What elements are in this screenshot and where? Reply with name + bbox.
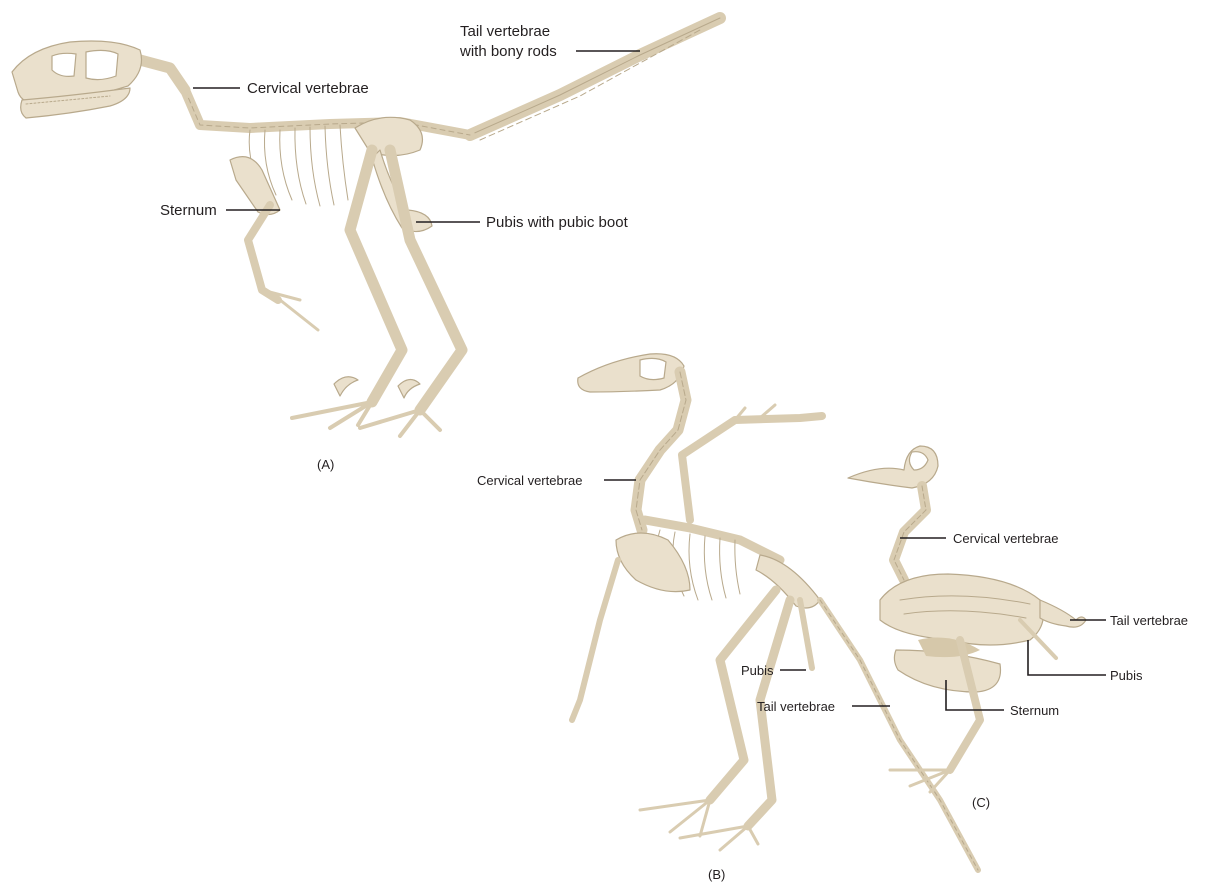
- label-c-cervical-vertebrae: Cervical vertebrae: [953, 530, 1059, 547]
- label-b-pubis: Pubis: [741, 662, 774, 679]
- label-a-cervical-vertebrae: Cervical vertebrae: [247, 80, 369, 97]
- label-a-sternum: Sternum: [160, 202, 217, 219]
- caption-a: (A): [317, 456, 334, 473]
- label-c-sternum: Sternum: [1010, 702, 1059, 719]
- label-c-tail-vertebrae: Tail vertebrae: [1110, 612, 1188, 629]
- label-a-tail-vertebrae-line2: with bony rods: [460, 43, 557, 60]
- caption-b: (B): [708, 866, 725, 883]
- label-a-tail-vertebrae-line1: Tail vertebrae: [460, 23, 550, 40]
- label-c-pubis: Pubis: [1110, 667, 1143, 684]
- label-b-cervical-vertebrae: Cervical vertebrae: [477, 472, 583, 489]
- label-b-tail-vertebrae: Tail vertebrae: [757, 698, 835, 715]
- skeleton-c-modern-bird: [848, 446, 1086, 792]
- label-a-pubis-with-pubic-boot: Pubis with pubic boot: [486, 214, 628, 231]
- caption-c: (C): [972, 794, 990, 811]
